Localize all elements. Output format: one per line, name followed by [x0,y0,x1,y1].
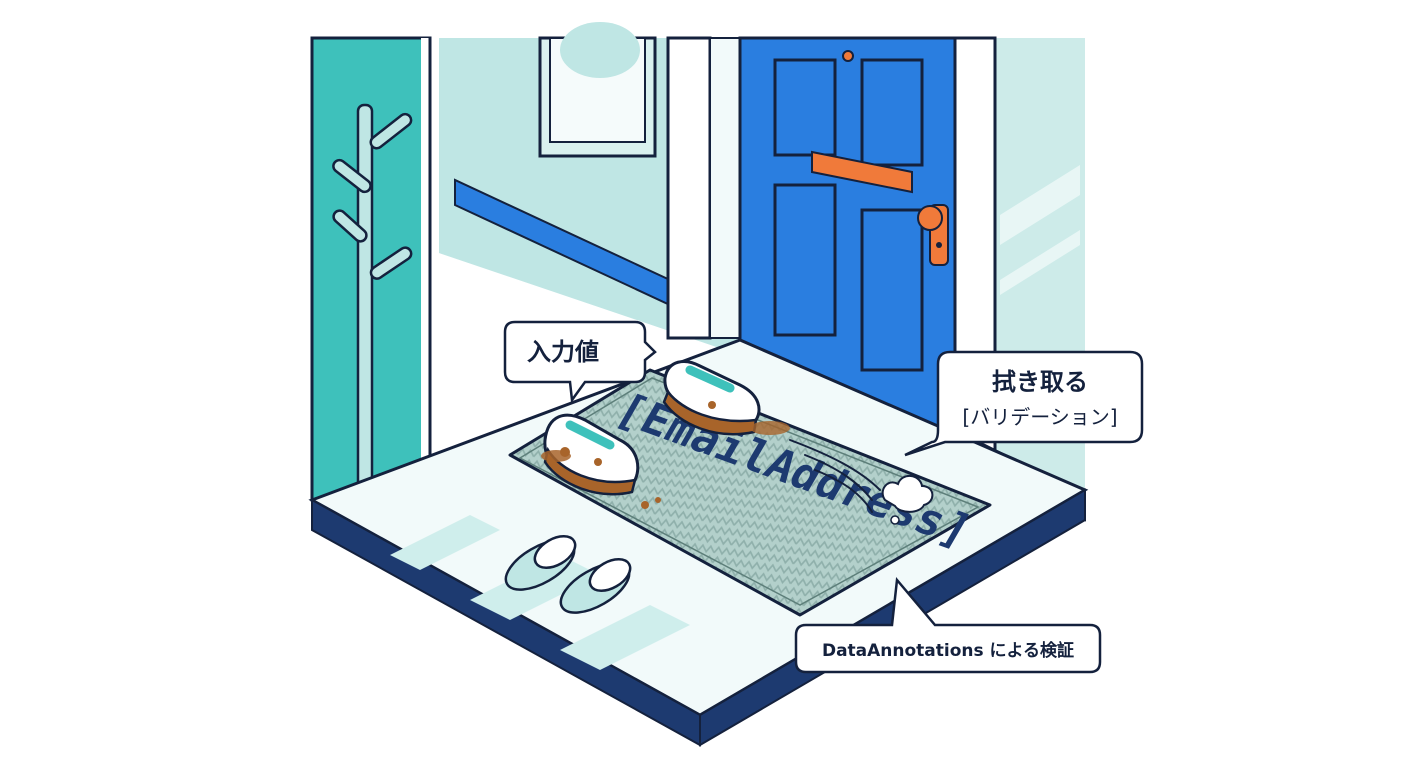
callout-input-value-text: 入力値 [527,338,599,366]
window [538,22,657,158]
callout-validation-note: DataAnnotations による検証 [794,576,1102,674]
door-icon [738,36,957,443]
wipe-motion-lines [789,439,881,513]
mail-slot-icon [811,150,913,194]
dust-cloud-icon [881,475,934,525]
callout-validation-note-text: DataAnnotations による検証 [822,640,1074,661]
callout-wipe-validation: 拭き取る [バリデーション] [904,350,1144,457]
callout-wipe-title: 拭き取る [992,368,1088,396]
sneaker-icon [541,360,790,509]
slipper-icon [504,535,632,614]
callout-input-value: 入力値 [503,320,657,404]
callout-wipe-subtitle: [バリデーション] [962,405,1117,429]
door-knob-icon [917,204,949,266]
